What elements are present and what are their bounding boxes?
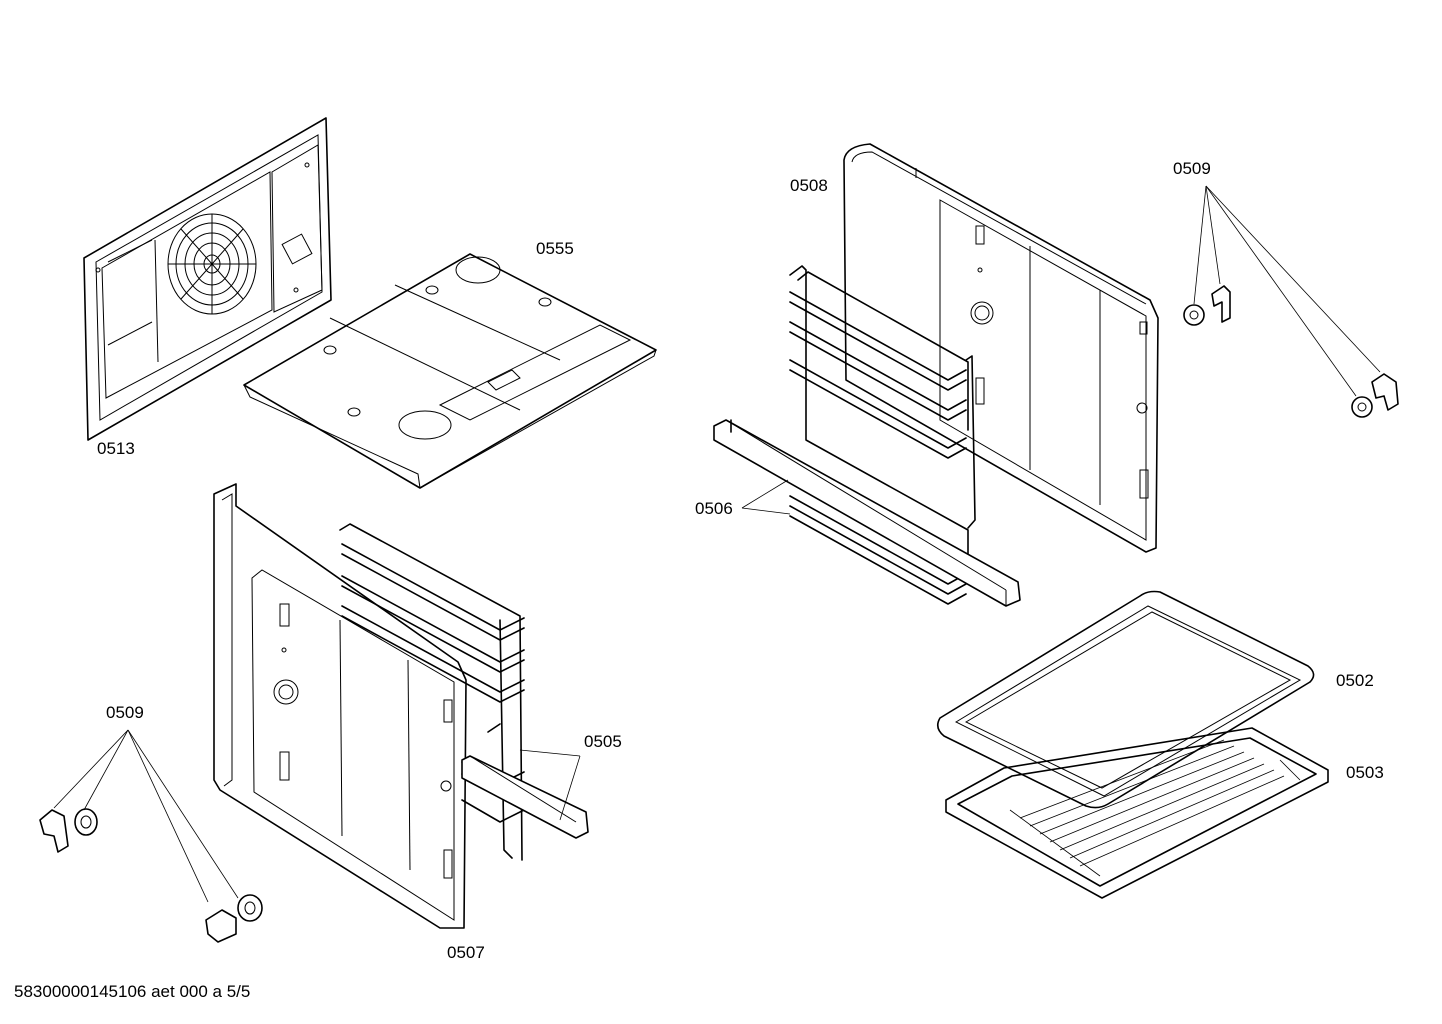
label-0513: 0513 — [97, 439, 135, 458]
part-0509-bottom-clips — [39, 808, 263, 943]
label-0509-top: 0509 — [1173, 159, 1211, 178]
part-0513-back-panel — [83, 117, 332, 441]
label-0507: 0507 — [447, 943, 485, 962]
part-0507-left-side-wall — [213, 483, 467, 929]
label-0502: 0502 — [1336, 671, 1374, 690]
label-0503: 0503 — [1346, 763, 1384, 782]
label-0509-bottom: 0509 — [106, 703, 144, 722]
leader-lines — [53, 185, 1381, 903]
part-0505-wire-rack-set — [339, 523, 589, 861]
label-0508: 0508 — [790, 176, 828, 195]
part-0509-top-clips — [1183, 285, 1399, 418]
part-0506-wire-rack-set — [713, 265, 1021, 607]
part-0502-baking-tray — [936, 590, 1315, 809]
fan-grille-icon — [167, 213, 257, 315]
label-0555: 0555 — [536, 239, 574, 258]
document-footer-code: 58300000145106 aet 000 a 5/5 — [14, 982, 251, 1001]
label-0506: 0506 — [695, 499, 733, 518]
part-0555-roof-panel — [243, 253, 657, 489]
label-0505: 0505 — [584, 732, 622, 751]
part-0503-wire-shelf — [945, 727, 1329, 899]
part-0508-right-side-wall — [843, 143, 1159, 553]
